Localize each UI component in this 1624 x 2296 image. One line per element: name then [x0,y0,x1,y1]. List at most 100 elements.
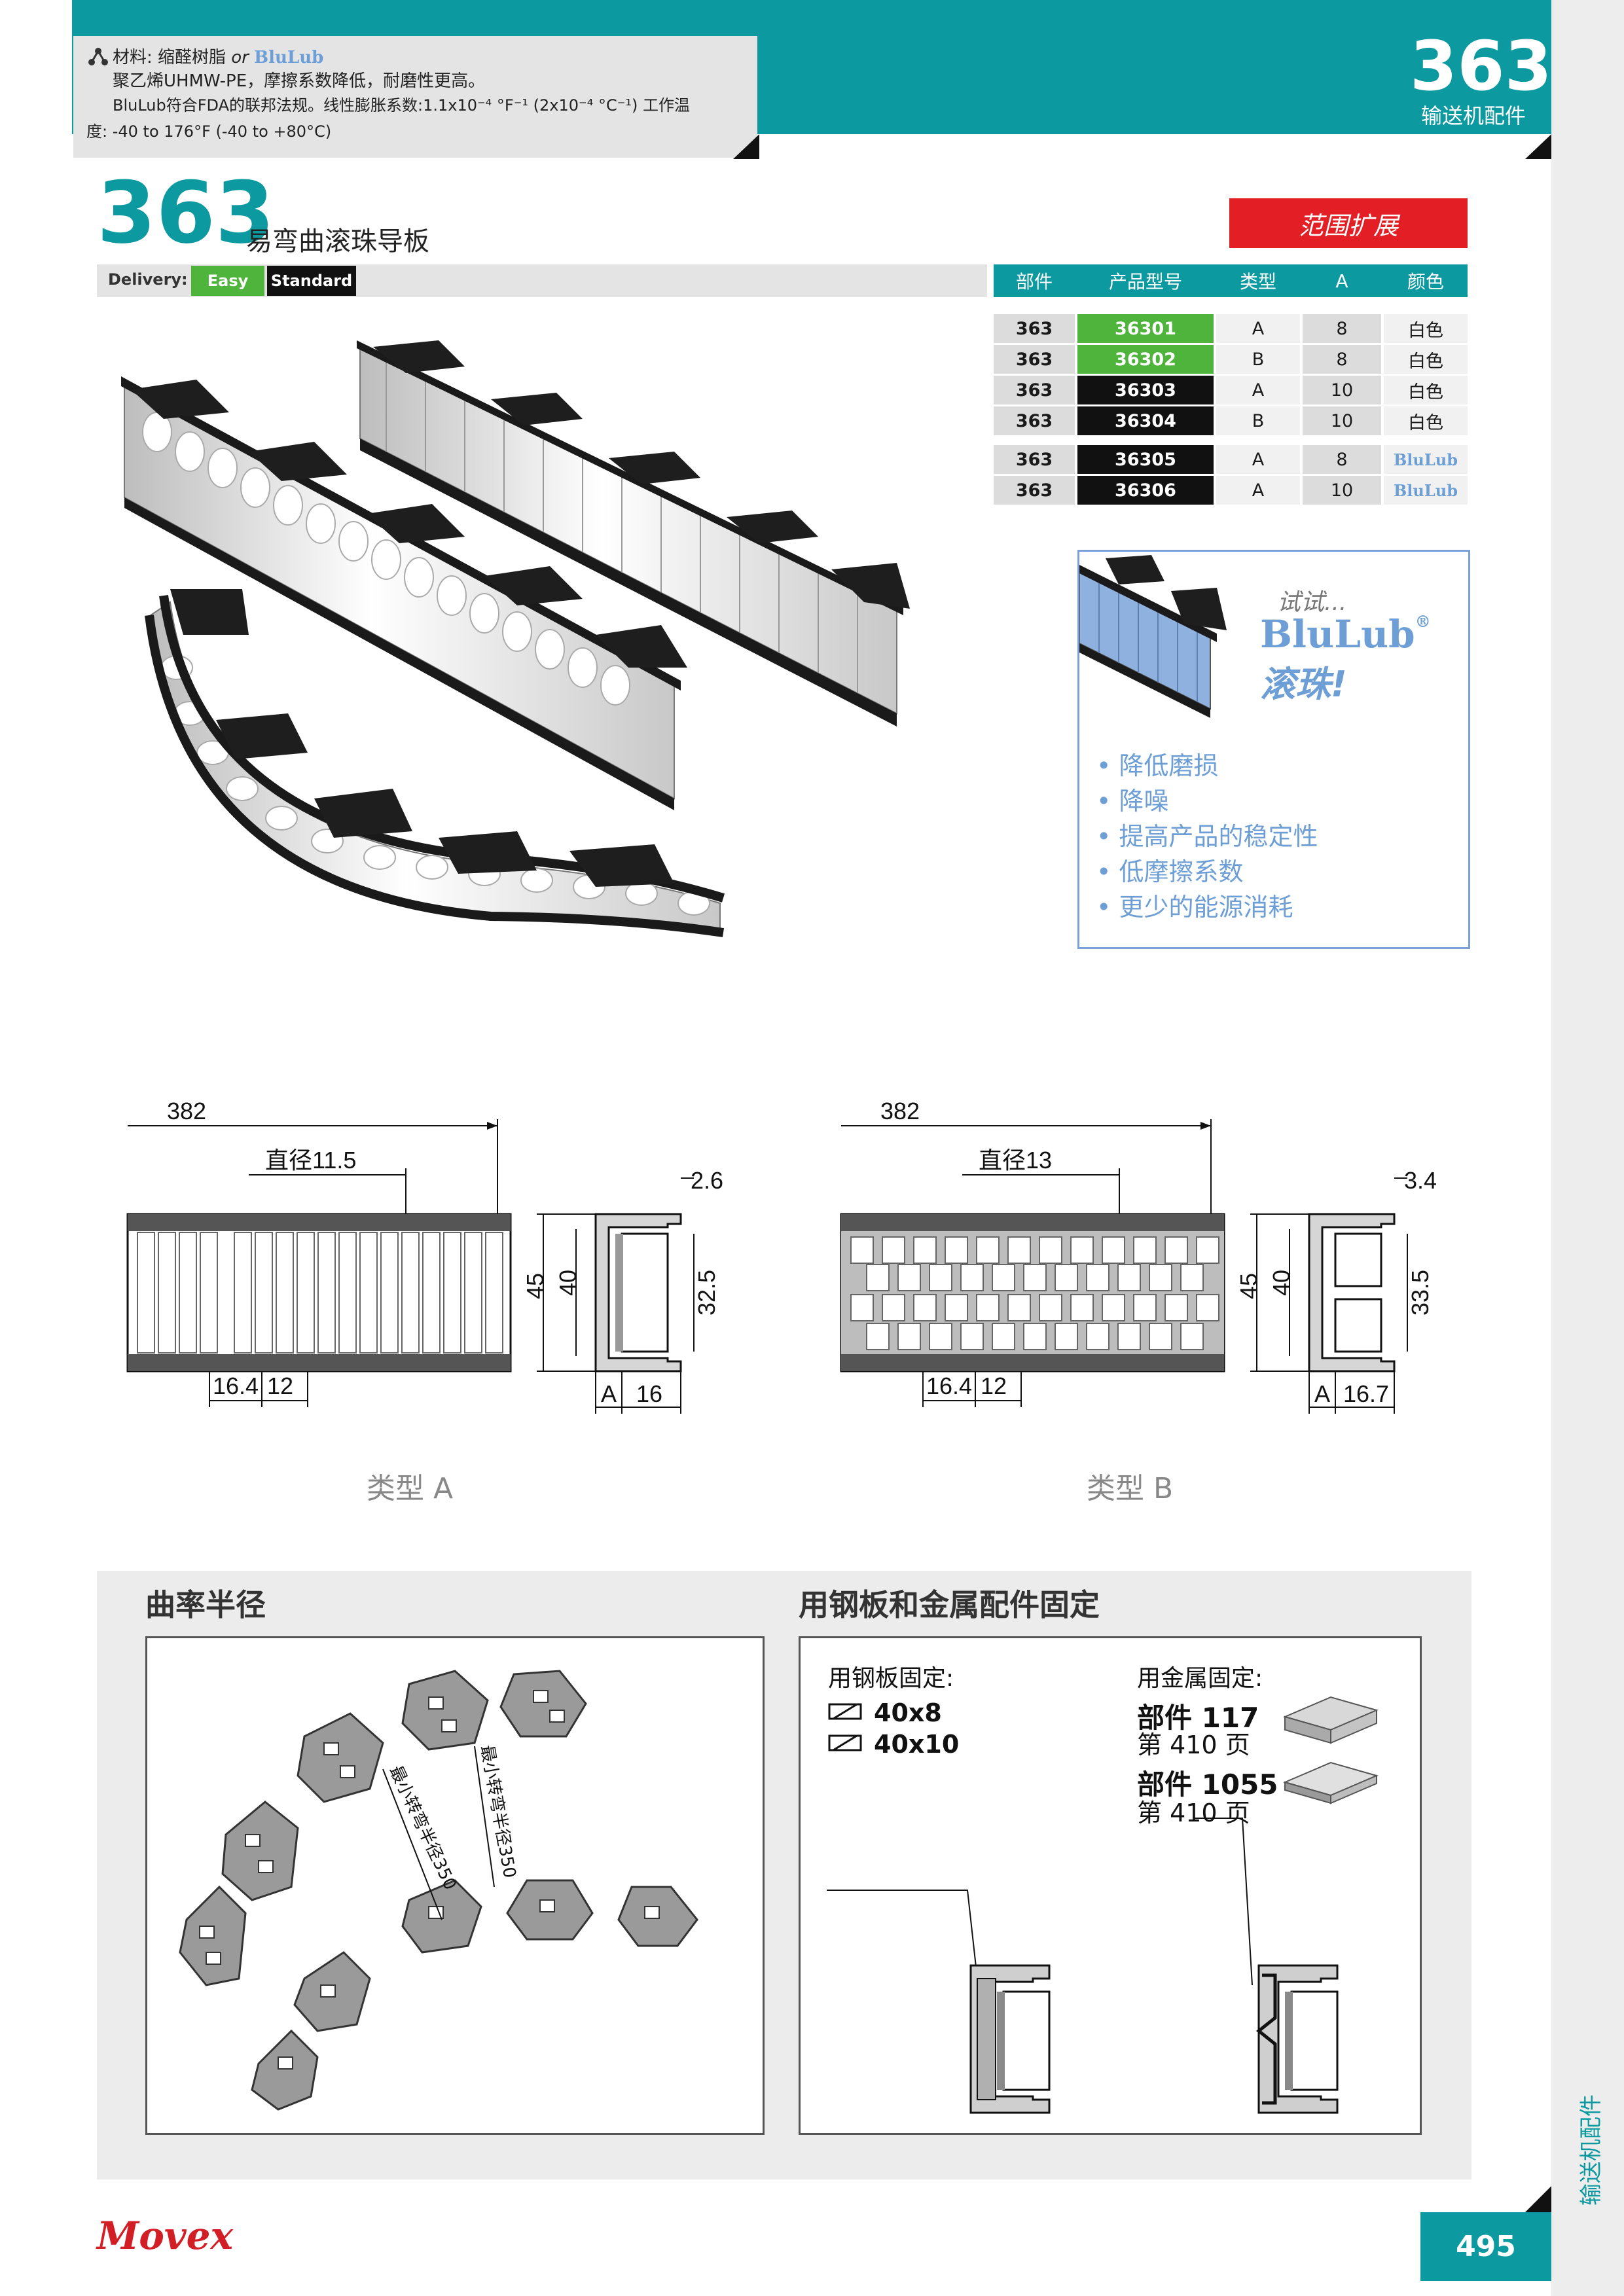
fixing-title: 用钢板和金属配件固定 [799,1587,1100,1623]
cell-code: 36306 [1077,476,1214,505]
product-illustration [121,340,910,937]
promo-benefit-text: 降噪 [1119,787,1169,816]
promo-benefit-list: • 降低磨损 • 降噪 • 提高产品的稳定性 • 低摩擦系数 • 更少的能源消耗 [1096,748,1318,925]
col-header-type: 类型 [1239,271,1276,293]
material-line-3: BluLub符合FDA的联邦法规。线性膨胀系数:1.1x10⁻⁴ °F⁻¹ (2… [113,96,690,115]
fixing-box: 用钢板固定: 40x8 40x10 用金属固定: 部件 117 第 410 页 … [799,1636,1422,2135]
cell-color: BluLub [1384,476,1468,505]
cell-part: 363 [994,406,1075,435]
type-b-pitch-1: 16.4 [926,1372,972,1399]
header-corner-triangle [1525,134,1551,159]
type-a-label: 类型 A [367,1472,454,1505]
cell-color: BluLub [1384,445,1468,474]
straight-chain [357,340,910,726]
cell-type: A [1216,314,1300,343]
matbox-corner-triangle [733,134,759,159]
delivery-label: Delivery: [108,270,188,289]
side-category-text: 输送机配件 [1578,2094,1604,2206]
cell-code: 36303 [1077,376,1214,404]
product-table-header: 部件 产品型号 类型 A 颜色 [994,264,1468,297]
type-b-drawing: 382 直径13 16.4 12 45 40 33.5 3.4 [840,1098,1437,1414]
type-b-length: 382 [880,1098,920,1124]
promo-benefit-item: • 提高产品的稳定性 [1096,822,1318,851]
steel-size-1: 40x8 [874,1698,942,1727]
promo-brand: BluLub® [1260,612,1431,656]
steel-plate-icons [828,1703,862,1751]
promo-benefit-item: • 降噪 [1096,787,1169,816]
type-b-height-33: 33.5 [1407,1270,1434,1316]
steel-size-2: 40x10 [874,1730,960,1759]
cell-type: A [1216,376,1300,404]
cell-a: 10 [1303,476,1381,505]
type-b-label: 类型 B [1087,1472,1174,1505]
curvature-title: 曲率半径 [145,1587,266,1623]
type-a-top-right: 2.6 [691,1167,723,1194]
corner-section-number: 363 [1409,26,1552,106]
curve-link [251,2029,319,2111]
material-info-box: 材料: 缩醛树脂 or BluLub 聚乙烯UHMW-PE，摩擦系数降低，耐磨性… [73,36,757,158]
metal-part-1055: 部件 1055 [1137,1768,1278,1801]
metal-fixing-title: 用金属固定: [1137,1665,1263,1692]
type-b-height-45: 45 [1235,1273,1262,1299]
curve-link [401,1670,489,1751]
cell-type: A [1216,445,1300,474]
promo-benefit-item: • 低摩擦系数 [1096,857,1244,886]
cell-a: 8 [1303,345,1381,374]
corner-section-category: 输送机配件 [1420,103,1526,128]
promo-benefit-item: • 降低磨损 [1096,751,1219,780]
material-icon [88,48,108,65]
curvature-box: 最小转弯半径350 最小转弯半径350 [145,1636,765,2135]
technical-drawings: 382 直径11.5 16.4 12 45 40 32.5 [126,1098,1437,1414]
promo-benefit-text: 提高产品的稳定性 [1119,822,1318,851]
type-b-width: 16.7 [1343,1380,1389,1407]
product-number: 363 [97,163,275,262]
cell-a: 10 [1303,376,1381,404]
type-a-pitch-2: 12 [267,1372,293,1399]
cell-color: 白色 [1384,314,1468,343]
type-a-width: 16 [636,1380,662,1407]
steel-fixing-profile [969,1964,1051,2114]
blulub-roller-image [1079,555,1227,718]
right-margin-strip [1551,0,1624,2296]
cell-code: 36301 [1077,314,1214,343]
metal-profile-images [1283,1696,1379,1804]
cell-type: B [1216,406,1300,435]
product-name: 易弯曲滚珠导板 [246,226,429,257]
double-row-chain [121,376,687,810]
cell-color: 白色 [1384,376,1468,404]
curvature-diagram: 最小转弯半径350 最小转弯半径350 [179,1670,698,2111]
type-a-diameter: 直径11.5 [265,1147,356,1174]
type-a-drawing: 382 直径11.5 16.4 12 45 40 32.5 [126,1098,723,1414]
movex-logo: Movex [97,2214,234,2258]
type-b-top-right: 3.4 [1404,1167,1437,1194]
type-a-dim-a: A [601,1380,617,1407]
cell-part: 363 [994,345,1075,374]
cell-color: 白色 [1384,345,1468,374]
cell-part: 363 [994,314,1075,343]
curved-chain [145,589,725,937]
promo-try-text: 试试... [1277,589,1347,616]
type-a-pitch-1: 16.4 [213,1372,259,1399]
cell-code: 36305 [1077,445,1214,474]
cell-color: 白色 [1384,406,1468,435]
curve-link [221,1801,299,1901]
type-a-height-40: 40 [554,1270,581,1296]
col-header-part: 部件 [1015,271,1053,293]
metal-fixing-profile [1255,1964,1339,2114]
delivery-easy-badge: Easy [191,266,264,296]
promo-benefit-item: • 更少的能源消耗 [1096,893,1293,922]
delivery-standard-badge: Standard [267,266,356,296]
type-b-diameter: 直径13 [979,1147,1052,1174]
col-header-code: 产品型号 [1108,271,1182,293]
promo-roller-text: 滚珠! [1260,664,1347,705]
promo-benefit-text: 更少的能源消耗 [1119,893,1293,922]
cell-code: 36304 [1077,406,1214,435]
type-a-height-32: 32.5 [693,1270,720,1316]
material-line-2: 聚乙烯UHMW-PE，摩擦系数降低，耐磨性更高。 [113,71,486,91]
cell-a: 10 [1303,406,1381,435]
type-b-dim-a: A [1314,1380,1330,1407]
type-a-length: 382 [167,1098,206,1124]
